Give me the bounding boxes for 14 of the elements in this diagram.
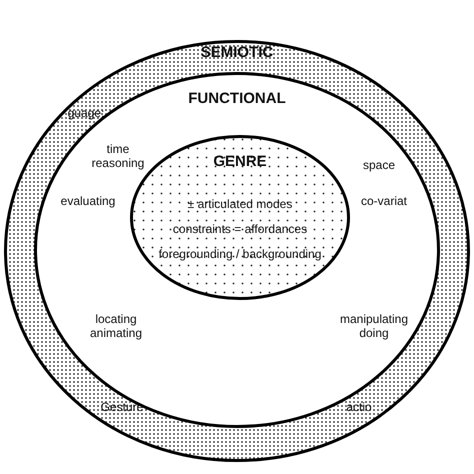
- mode-label: co-variat: [361, 194, 407, 208]
- ring-heading: GENRE: [213, 153, 267, 170]
- mode-label: time reasoning: [90, 142, 146, 170]
- ring-heading: FUNCTIONAL: [188, 90, 286, 107]
- mode-label: space: [362, 158, 396, 172]
- mode-label: guage:: [68, 106, 104, 120]
- mode-label: manipulating doing: [338, 312, 410, 340]
- ring-heading: SEMIOTIC: [200, 44, 274, 61]
- mode-label: locating animating: [88, 312, 144, 340]
- mode-label: foregrounding / backgrounding: [158, 247, 322, 261]
- mode-label: constraints = affordances: [172, 222, 308, 236]
- mode-label: evaluating: [60, 194, 116, 208]
- mode-label: ± articulated modes: [188, 197, 292, 211]
- mode-label: actio: [346, 400, 372, 414]
